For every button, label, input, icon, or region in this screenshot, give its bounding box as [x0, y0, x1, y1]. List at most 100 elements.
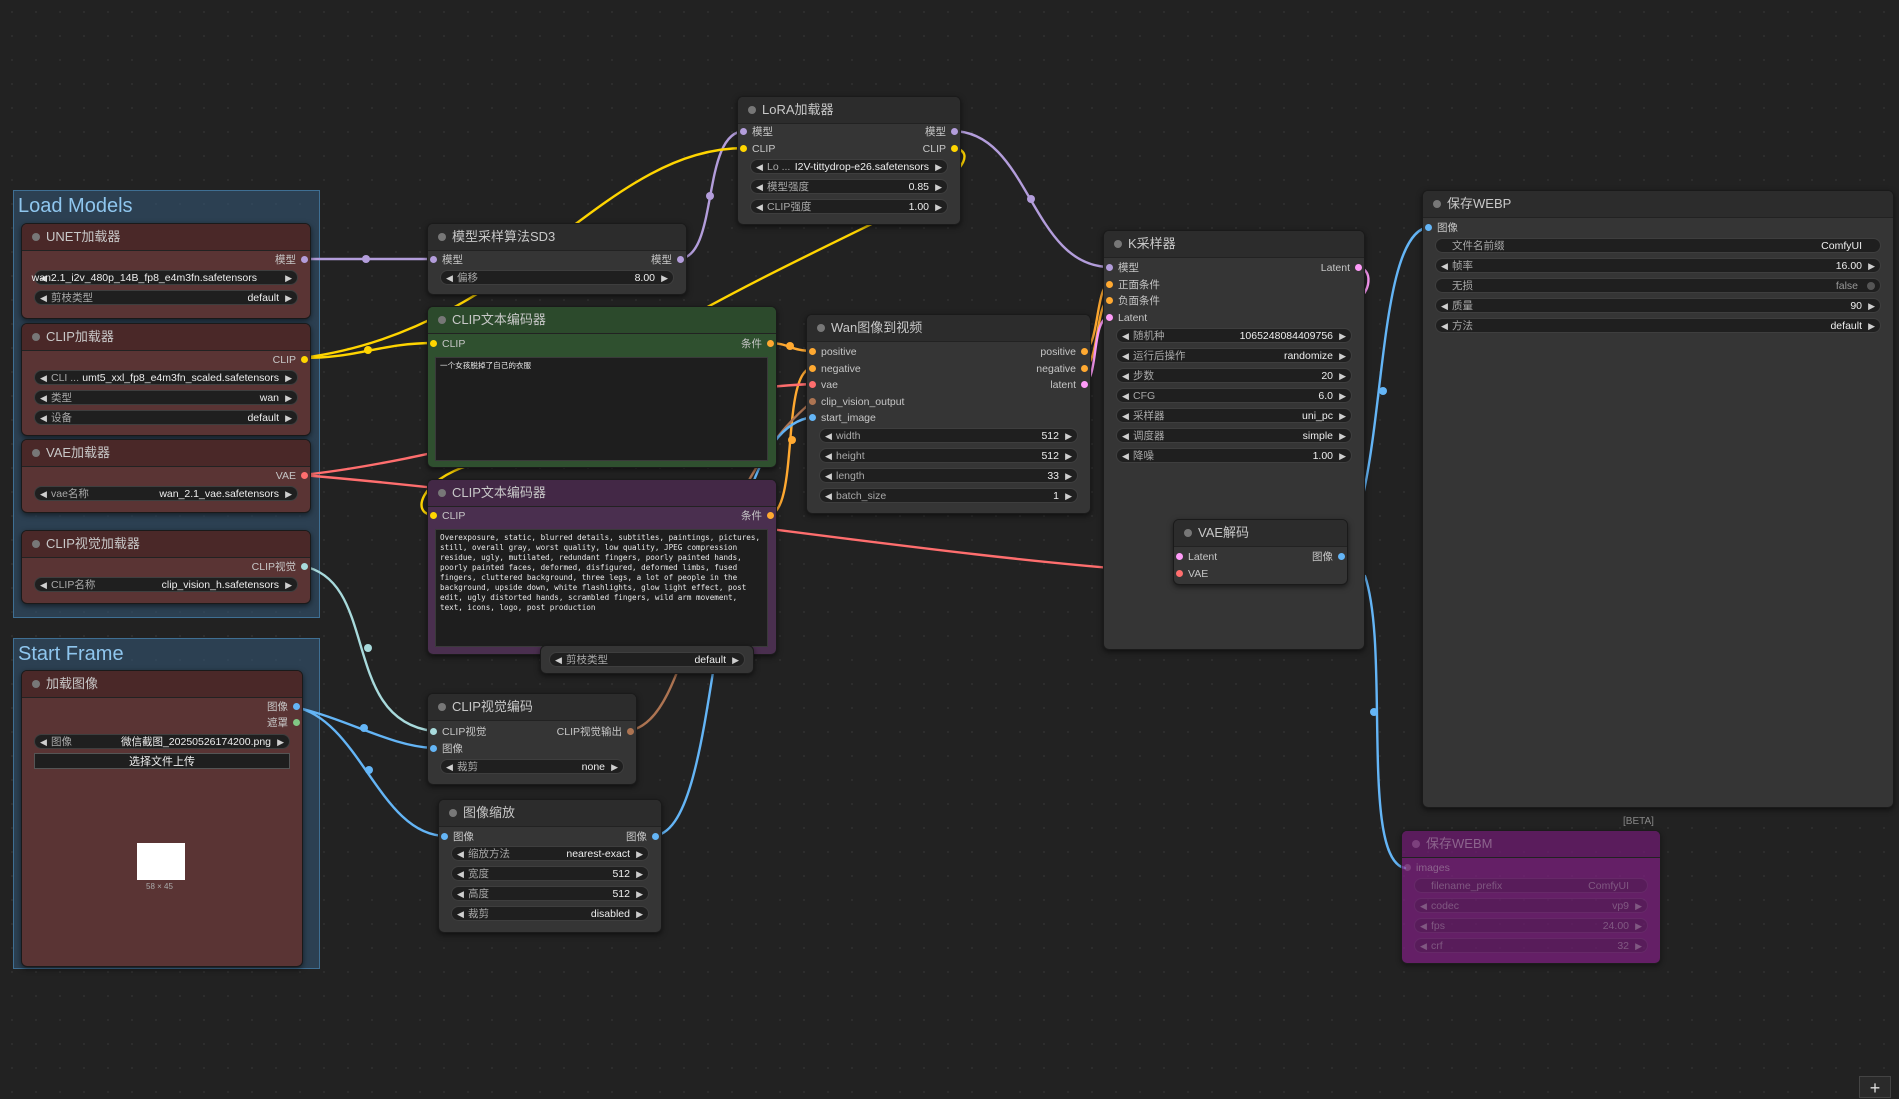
- add-node-button[interactable]: +: [1859, 1076, 1891, 1098]
- arrow-left-icon[interactable]: ◀: [40, 273, 47, 283]
- socket-icon[interactable]: [301, 356, 308, 363]
- arrow-right-icon[interactable]: ▶: [732, 655, 739, 665]
- output-model[interactable]: 模型: [651, 252, 685, 268]
- collapse-dot-icon[interactable]: [32, 233, 40, 241]
- arrow-left-icon[interactable]: ◀: [457, 869, 464, 879]
- output-image[interactable]: 图像: [267, 699, 301, 715]
- arrow-right-icon[interactable]: ▶: [1868, 301, 1875, 311]
- combo-image-file[interactable]: ◀图像微信截图_20250526174200.png▶: [34, 734, 290, 749]
- node-wan-image-to-video[interactable]: Wan图像到视频 positive negative vae clip_visi…: [806, 314, 1091, 514]
- arrow-left-icon[interactable]: ◀: [1122, 411, 1129, 421]
- socket-icon[interactable]: [1106, 281, 1113, 288]
- socket-icon[interactable]: [951, 145, 958, 152]
- arrow-right-icon[interactable]: ▶: [285, 489, 292, 499]
- arrow-right-icon[interactable]: ▶: [1339, 451, 1346, 461]
- input-model[interactable]: 模型: [1105, 260, 1139, 276]
- arrow-left-icon[interactable]: ◀: [1420, 941, 1427, 951]
- arrow-right-icon[interactable]: ▶: [935, 162, 942, 172]
- input-clip-vision[interactable]: CLIP视觉: [429, 724, 486, 740]
- arrow-right-icon[interactable]: ▶: [1339, 351, 1346, 361]
- collapse-dot-icon[interactable]: [1412, 840, 1420, 848]
- output-image[interactable]: 图像: [626, 829, 660, 845]
- socket-icon[interactable]: [430, 512, 437, 519]
- arrow-left-icon[interactable]: ◀: [825, 431, 832, 441]
- arrow-left-icon[interactable]: ◀: [1122, 371, 1129, 381]
- arrow-right-icon[interactable]: ▶: [1339, 331, 1346, 341]
- socket-icon[interactable]: [767, 340, 774, 347]
- prompt-textarea[interactable]: 一个女孩脱掉了自己的衣服: [435, 357, 768, 461]
- arrow-right-icon[interactable]: ▶: [611, 762, 618, 772]
- socket-icon[interactable]: [951, 128, 958, 135]
- collapse-dot-icon[interactable]: [438, 489, 446, 497]
- node-title[interactable]: 保存WEBM: [1402, 831, 1660, 858]
- socket-icon[interactable]: [1355, 264, 1362, 271]
- arrow-left-icon[interactable]: ◀: [1441, 321, 1448, 331]
- input-vae[interactable]: vae: [808, 377, 838, 393]
- arrow-right-icon[interactable]: ▶: [1065, 451, 1072, 461]
- node-title[interactable]: CLIP视觉编码: [428, 694, 636, 721]
- arrow-left-icon[interactable]: ◀: [1122, 391, 1129, 401]
- output-mask[interactable]: 遮罩: [267, 715, 301, 731]
- arrow-right-icon[interactable]: ▶: [636, 909, 643, 919]
- input-image[interactable]: 图像: [440, 829, 474, 845]
- arrow-left-icon[interactable]: ◀: [756, 202, 763, 212]
- arrow-left-icon[interactable]: ◀: [1420, 921, 1427, 931]
- input-image[interactable]: 图像: [429, 741, 463, 757]
- output-model[interactable]: 模型: [925, 124, 959, 140]
- node-load-image[interactable]: 加载图像 图像 遮罩 ◀图像微信截图_20250526174200.png▶ 选…: [21, 670, 303, 967]
- arrow-left-icon[interactable]: ◀: [40, 393, 47, 403]
- socket-icon[interactable]: [740, 145, 747, 152]
- socket-icon[interactable]: [1176, 570, 1183, 577]
- node-title[interactable]: VAE解码: [1174, 520, 1347, 547]
- socket-icon[interactable]: [293, 703, 300, 710]
- arrow-right-icon[interactable]: ▶: [1065, 471, 1072, 481]
- combo-unet-name[interactable]: ◀wan2.1_i2v_480p_14B_fp8_e4m3fn.safetens…: [32, 270, 298, 285]
- arrow-left-icon[interactable]: ◀: [1441, 261, 1448, 271]
- input-latent[interactable]: Latent: [1105, 310, 1147, 326]
- socket-icon[interactable]: [430, 745, 437, 752]
- arrow-right-icon[interactable]: ▶: [1339, 371, 1346, 381]
- collapse-dot-icon[interactable]: [449, 809, 457, 817]
- socket-icon[interactable]: [1106, 264, 1113, 271]
- node-clip-text-encode-positive[interactable]: CLIP文本编码器 CLIP 条件 一个女孩脱掉了自己的衣服: [427, 306, 777, 468]
- arrow-left-icon[interactable]: ◀: [1441, 301, 1448, 311]
- arrow-right-icon[interactable]: ▶: [1635, 941, 1642, 951]
- collapse-dot-icon[interactable]: [32, 540, 40, 548]
- arrow-right-icon[interactable]: ▶: [285, 393, 292, 403]
- output-latent[interactable]: latent: [1050, 377, 1089, 393]
- arrow-right-icon[interactable]: ▶: [1339, 411, 1346, 421]
- socket-icon[interactable]: [441, 833, 448, 840]
- socket-icon[interactable]: [430, 728, 437, 735]
- socket-icon[interactable]: [740, 128, 747, 135]
- input-start-image[interactable]: start_image: [808, 410, 876, 426]
- arrow-right-icon[interactable]: ▶: [285, 413, 292, 423]
- upload-button[interactable]: 选择文件上传: [34, 753, 290, 769]
- input-positive[interactable]: 正面条件: [1105, 277, 1160, 293]
- node-title[interactable]: CLIP文本编码器: [428, 307, 776, 334]
- output-positive[interactable]: positive: [1040, 344, 1089, 360]
- collapse-dot-icon[interactable]: [438, 233, 446, 241]
- collapse-dot-icon[interactable]: [32, 449, 40, 457]
- socket-icon[interactable]: [677, 256, 684, 263]
- output-clip-vision-output[interactable]: CLIP视觉输出: [557, 724, 635, 740]
- arrow-right-icon[interactable]: ▶: [1868, 321, 1875, 331]
- input-model[interactable]: 模型: [429, 252, 463, 268]
- arrow-right-icon[interactable]: ▶: [636, 889, 643, 899]
